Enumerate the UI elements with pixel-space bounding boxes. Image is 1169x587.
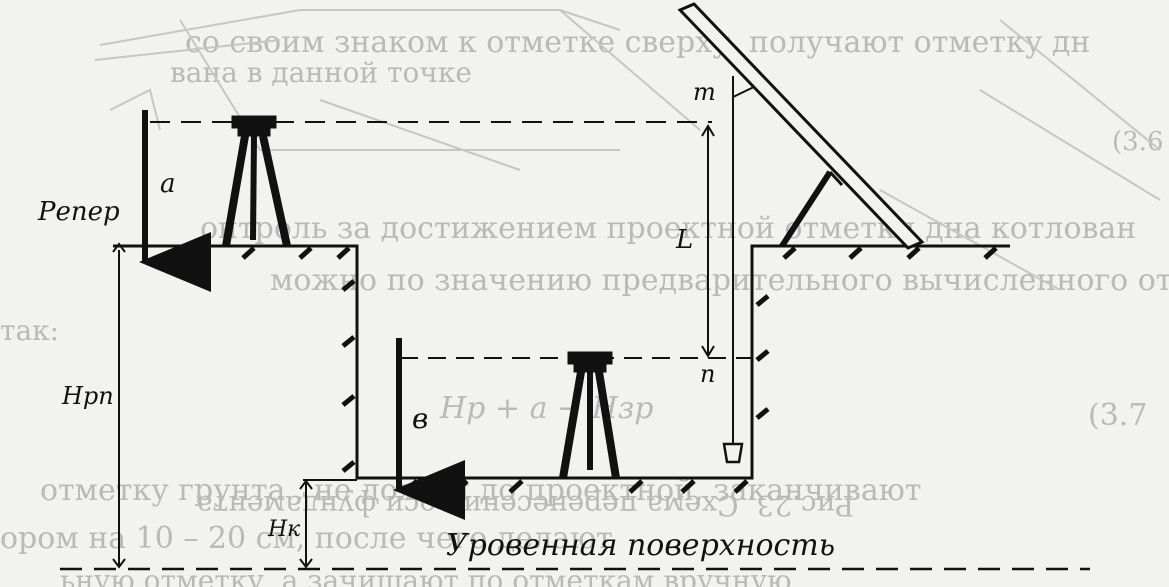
bg-line-4: можно по значению предварительного вычис… [270, 263, 1169, 298]
label-a: a [160, 169, 176, 199]
label-hrp: Hрп [61, 382, 114, 410]
tripod-upper-leg-mid [250, 135, 257, 241]
background-bleed: со своим знаком к отметке сверху, получа… [0, 9, 1169, 587]
hatch-right-wall [755, 294, 770, 420]
tripod-upper-leg-right [259, 135, 291, 247]
tripod-upper-leg-left [222, 135, 249, 247]
inclined-rod [677, 2, 925, 250]
bg-eq-num: (3.7 [1088, 398, 1147, 433]
instrument-lower [559, 351, 620, 479]
bg-formula: Hp + a − Hзр [439, 391, 653, 426]
bg-sketch [94, 9, 1161, 291]
level-instrument-upper-head [237, 127, 271, 137]
hatch-upper-left [186, 246, 351, 260]
hatch-upper-right [782, 246, 998, 260]
level-instrument-lower-head [573, 363, 607, 373]
main-drawing [60, 2, 1090, 571]
plumb-weight [722, 442, 744, 464]
label-b: в [412, 402, 428, 435]
level-instrument-lower-body [567, 351, 613, 365]
bg-line-5: так: [0, 314, 59, 347]
label-reper: Репер [37, 197, 120, 227]
tripod-lower-leg-right [595, 371, 620, 479]
instrument-upper [222, 115, 291, 247]
ground-profile [113, 244, 1010, 480]
bg-line-1: со своим знаком к отметке сверху, получа… [185, 25, 1090, 60]
label-l: L [675, 225, 693, 255]
tripod-lower-leg-left [559, 371, 585, 479]
bg-line-8: ьную отметку, а зачищают по отметкам вру… [60, 564, 792, 587]
label-n: n [700, 360, 715, 388]
rod-support [779, 170, 833, 248]
label-m: m [693, 78, 716, 106]
level-instrument-upper-body [231, 115, 277, 129]
label-hk: Hк [267, 517, 301, 542]
bg-line-3: онтроль за достижением проектной отметки… [200, 211, 1136, 246]
bg-line-2: вана в данной точке [170, 56, 472, 89]
hatch-left-wall [341, 279, 356, 473]
label-level-surface: Уровенная поверхность [446, 528, 835, 563]
